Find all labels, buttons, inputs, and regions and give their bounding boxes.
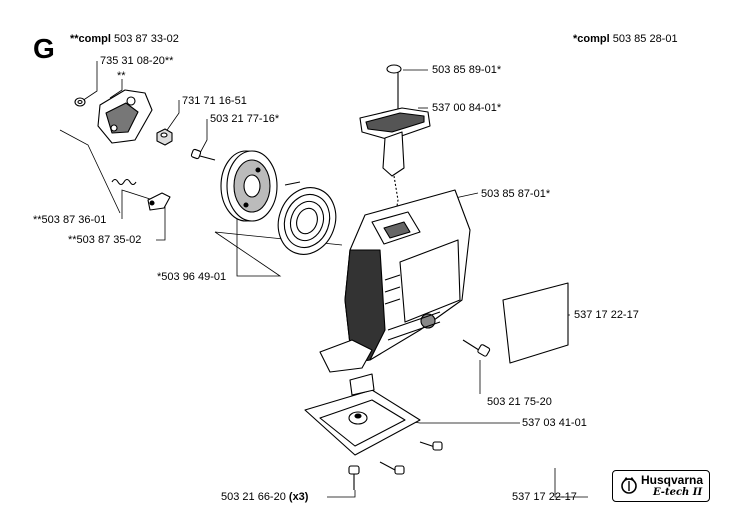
starter-handle-part <box>359 64 431 213</box>
part-label-503-87-35-02: **503 87 35-02 <box>68 234 142 246</box>
part-label-503-21-75-20: 503 21 75-20 <box>487 396 552 408</box>
screw-right-part <box>462 339 491 357</box>
brand-name: Husqvarna <box>641 473 704 487</box>
part-quantity: (x3) <box>288 491 309 503</box>
starter-cover-part <box>97 89 153 144</box>
brand-product: E-tech II <box>653 487 703 498</box>
part-label-735-31-08-20: 735 31 08-20** <box>100 55 174 67</box>
part-label-503-21-77-16: 503 21 77-16* <box>210 113 280 125</box>
header-left: **compl 503 87 33-02 <box>70 33 179 45</box>
brand-logo-box: Husqvarna E-tech II <box>612 470 710 502</box>
header-left-prefix: **compl <box>70 33 111 45</box>
recoil-spring-part <box>277 181 337 255</box>
decal-part <box>502 282 569 364</box>
husqvarna-crown-logo-icon <box>621 477 637 494</box>
spring-small-part <box>111 178 137 186</box>
part-label-503-21-66-20: 503 21 66-20 (x3) <box>221 491 308 503</box>
part-label-starstar: ** <box>117 70 126 82</box>
header-right: *compl 503 85 28-01 <box>573 33 678 45</box>
nut-part <box>156 128 173 146</box>
pulley-part <box>220 150 278 222</box>
part-label-503-85-87-01: 503 85 87-01* <box>481 188 551 200</box>
part-label-503-85-89-01: 503 85 89-01* <box>432 64 502 76</box>
starter-housing-part <box>319 189 471 373</box>
bottom-plate-part <box>304 373 421 456</box>
section-letter: G <box>33 33 55 64</box>
part-label-537-17-22-17-decal: 537 17 22-17 <box>574 309 639 321</box>
part-label-731-71-16-51: 731 71 16-51 <box>182 95 247 107</box>
part-label-537-00-84-01: 537 00 84-01* <box>432 102 502 114</box>
pawl-part <box>147 192 171 211</box>
circlip-part <box>74 97 86 107</box>
part-label-503-87-36-01: **503 87 36-01 <box>33 214 107 226</box>
part-number-503-21-66-20: 503 21 66-20 <box>221 491 286 503</box>
header-left-number: 503 87 33-02 <box>114 33 179 45</box>
header-right-number: 503 85 28-01 <box>612 33 678 45</box>
part-label-537-03-41-01: 537 03 41-01 <box>522 417 587 429</box>
header-right-prefix: *compl <box>573 33 610 45</box>
part-label-503-96-49-01: *503 96 49-01 <box>157 271 227 283</box>
bottom-screws-part <box>348 441 443 490</box>
part-label-537-17-22-17-logo: 537 17 22-17 <box>512 491 577 503</box>
screw-left-part <box>190 148 216 161</box>
